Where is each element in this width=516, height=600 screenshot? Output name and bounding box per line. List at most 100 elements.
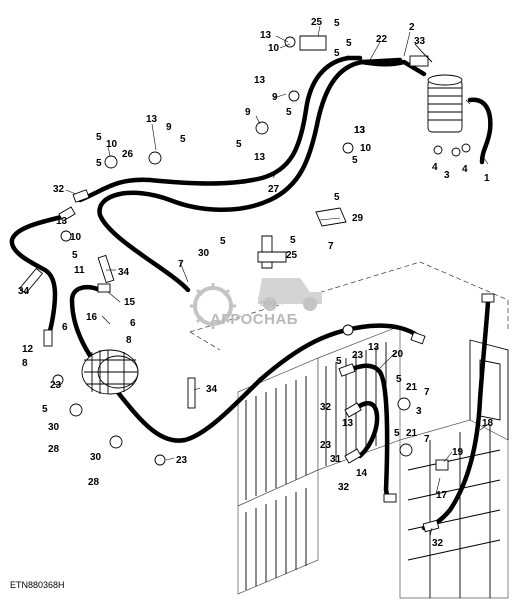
callout-15: 15 xyxy=(124,297,136,308)
callout-25: 25 xyxy=(311,17,323,28)
callout-4: 4 xyxy=(462,164,468,175)
sleeve-34a xyxy=(97,254,115,284)
callout-5: 5 xyxy=(334,18,340,29)
callout-13: 13 xyxy=(368,342,380,353)
callout-7: 7 xyxy=(424,434,430,445)
hose-11 xyxy=(9,213,69,343)
clamps xyxy=(52,36,471,466)
callout-5: 5 xyxy=(396,374,402,385)
callout-33: 33 xyxy=(414,36,426,47)
callout-30: 30 xyxy=(198,248,210,259)
callout-7: 7 xyxy=(424,387,430,398)
callout-21: 21 xyxy=(406,428,418,439)
callout-32: 32 xyxy=(432,538,444,549)
callout-28: 28 xyxy=(48,444,60,455)
callout-10: 10 xyxy=(268,43,280,54)
callout-13: 13 xyxy=(342,418,354,429)
fittings xyxy=(43,189,495,533)
callout-34: 34 xyxy=(206,384,218,395)
callout-32: 32 xyxy=(338,482,350,493)
callout-22: 22 xyxy=(376,34,388,45)
callout-3: 3 xyxy=(444,170,450,181)
callout-34: 34 xyxy=(18,286,30,297)
callout-13: 13 xyxy=(56,216,68,227)
callout-5: 5 xyxy=(334,48,340,59)
callout-7: 7 xyxy=(328,241,334,252)
sleeve-34b xyxy=(18,267,44,295)
hose-22 xyxy=(345,55,427,77)
callout-8: 8 xyxy=(126,335,132,346)
callout-5: 5 xyxy=(286,107,292,118)
hose-20 xyxy=(345,363,391,503)
callout-7: 7 xyxy=(178,259,184,270)
callout-13: 13 xyxy=(354,125,366,136)
callout-5: 5 xyxy=(334,192,340,203)
hose-7 xyxy=(97,57,403,293)
callout-32: 32 xyxy=(53,184,65,195)
callout-4: 4 xyxy=(432,162,438,173)
callout-5: 5 xyxy=(236,139,242,150)
hose-15 xyxy=(69,285,421,443)
callout-6: 6 xyxy=(62,322,68,333)
leader-lines xyxy=(65,25,489,537)
callout-23: 23 xyxy=(352,350,364,361)
callout-17: 17 xyxy=(436,490,448,501)
callout-5: 5 xyxy=(336,356,342,367)
callout-5: 5 xyxy=(42,404,48,415)
hose-1 xyxy=(467,97,493,165)
callout-5: 5 xyxy=(180,134,186,145)
callout-3: 3 xyxy=(416,406,422,417)
callout-23: 23 xyxy=(176,455,188,466)
hose-27 xyxy=(77,55,351,203)
callout-30: 30 xyxy=(90,452,102,463)
callout-19: 19 xyxy=(452,447,464,458)
sleeve-34c xyxy=(187,377,196,409)
callout-23: 23 xyxy=(320,440,332,451)
callout-28: 28 xyxy=(88,477,100,488)
receiver-dryer xyxy=(409,43,463,133)
callout-21: 21 xyxy=(406,382,418,393)
cab-frame xyxy=(189,261,509,599)
callout-12: 12 xyxy=(22,344,34,355)
callout-26: 26 xyxy=(122,149,134,160)
callout-34: 34 xyxy=(118,267,130,278)
callout-13: 13 xyxy=(146,114,158,125)
callout-10: 10 xyxy=(360,143,372,154)
callout-5: 5 xyxy=(290,235,296,246)
callout-23: 23 xyxy=(50,380,62,391)
callout-1: 1 xyxy=(484,173,490,184)
callout-5: 5 xyxy=(352,155,358,166)
hose-18 xyxy=(421,299,491,531)
watermark-small: ООО xyxy=(260,301,277,308)
callout-11: 11 xyxy=(74,265,85,276)
callout-labels: 25 13 5 10 5 2 33 22 5 13 9 5 9 5 13 9 5… xyxy=(18,17,494,549)
callout-27: 27 xyxy=(268,184,280,195)
callout-5: 5 xyxy=(96,158,102,169)
watermark: ООО АГРОСНАБ xyxy=(190,278,322,329)
callout-14: 14 xyxy=(356,468,368,479)
callout-9: 9 xyxy=(245,107,251,118)
callout-25: 25 xyxy=(286,250,298,261)
callout-18: 18 xyxy=(482,418,494,429)
hose-14 xyxy=(349,401,380,459)
callout-6: 6 xyxy=(130,318,136,329)
watermark-name: АГРОСНАБ xyxy=(210,311,298,328)
callout-20: 20 xyxy=(392,349,404,360)
callout-5: 5 xyxy=(96,132,102,143)
callout-2: 2 xyxy=(409,22,415,33)
compressor xyxy=(81,349,139,395)
hoses xyxy=(9,55,493,531)
callout-30: 30 xyxy=(48,422,60,433)
callout-9: 9 xyxy=(272,92,278,103)
callout-5: 5 xyxy=(346,38,352,49)
bracket-29 xyxy=(315,207,347,227)
callout-5: 5 xyxy=(394,428,400,439)
callout-5: 5 xyxy=(72,250,78,261)
callout-32: 32 xyxy=(320,402,332,413)
callout-16: 16 xyxy=(86,312,98,323)
callout-13: 13 xyxy=(254,75,266,86)
components xyxy=(18,35,495,533)
callout-13: 13 xyxy=(254,152,266,163)
callout-29: 29 xyxy=(352,213,364,224)
